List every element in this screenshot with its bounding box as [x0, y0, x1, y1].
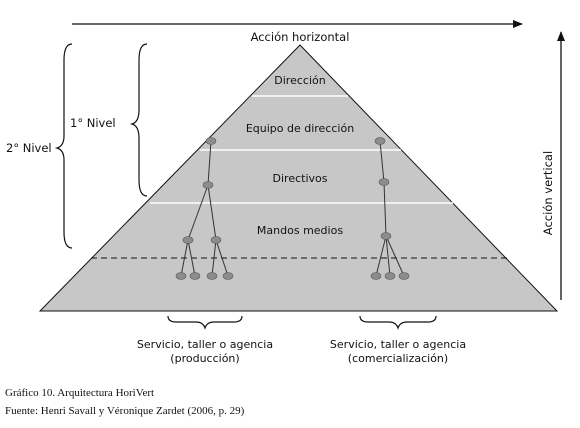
layer-dividers	[150, 95, 453, 204]
production-node-base-1	[175, 272, 187, 280]
commercialization-node-top	[374, 137, 386, 145]
commercialization-base-brace	[359, 315, 437, 330]
commercialization-node-directivo	[378, 178, 390, 186]
production-base-brace	[167, 315, 243, 330]
pyramid	[38, 44, 559, 312]
level-2-brace	[54, 43, 73, 249]
production-node-base-4	[222, 272, 234, 280]
layer-label-direccion: Dirección	[274, 74, 325, 87]
commercialization-node-base-1	[370, 272, 382, 280]
production-node-mando-right	[210, 236, 222, 244]
figure-caption-source: Fuente: Henri Savall y Véronique Zardet …	[5, 405, 245, 417]
production-tree-nodes	[175, 137, 234, 280]
commercialization-hierarchy-tree	[375, 140, 405, 277]
production-node-base-3	[206, 272, 218, 280]
commercialization-tree-nodes	[370, 137, 410, 280]
production-label-line2: (producción)	[170, 352, 239, 365]
horizontal-action-label: Acción horizontal	[251, 30, 350, 44]
level-1-label: 1° Nivel	[70, 116, 116, 130]
commercialization-node-mando	[380, 232, 392, 240]
vertical-action-label: Acción vertical	[541, 151, 555, 235]
level-1-brace	[129, 43, 148, 197]
layer-label-mandos-medios: Mandos medios	[257, 224, 343, 237]
commercialization-node-base-3	[398, 272, 410, 280]
production-node-base-2	[189, 272, 201, 280]
layer-label-directivos: Directivos	[273, 172, 328, 185]
commercialization-label-line2: (comercialización)	[348, 352, 448, 365]
figure-caption-title: Gráfico 10. Arquitectura HoriVert	[5, 387, 154, 399]
production-node-mando-left	[182, 236, 194, 244]
production-label-line1: Servicio, taller o agencia	[137, 338, 273, 351]
production-hierarchy-tree	[180, 140, 229, 277]
level-2-label: 2° Nivel	[6, 141, 52, 155]
layer-label-equipo-direccion: Equipo de dirección	[246, 122, 354, 135]
commercialization-node-base-2	[384, 272, 396, 280]
production-node-directivo	[202, 181, 214, 189]
production-node-top	[205, 137, 217, 145]
commercialization-label-line1: Servicio, taller o agencia	[330, 338, 466, 351]
